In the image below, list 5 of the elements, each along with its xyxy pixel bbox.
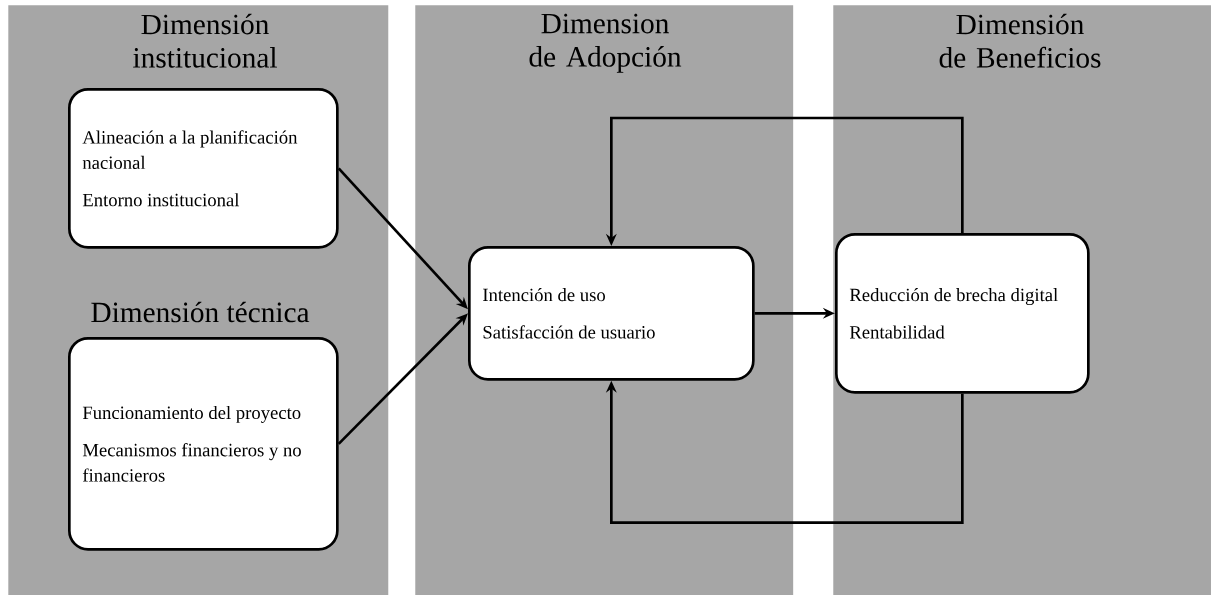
- text-box: Dimensión técnica Funcionamiento del proyecto Mecanismos financieros y no financieros: [68, 301, 339, 551]
- text-box: Intención de uso Satisfacción de usuario: [468, 246, 755, 381]
- text-box: Alineación a la planificación nacional Entorno institucional: [68, 88, 339, 249]
- text-box: Reducción de brecha digital Rentabilidad: [835, 233, 1090, 394]
- node-label: Dimensión técnica: [91, 301, 310, 323]
